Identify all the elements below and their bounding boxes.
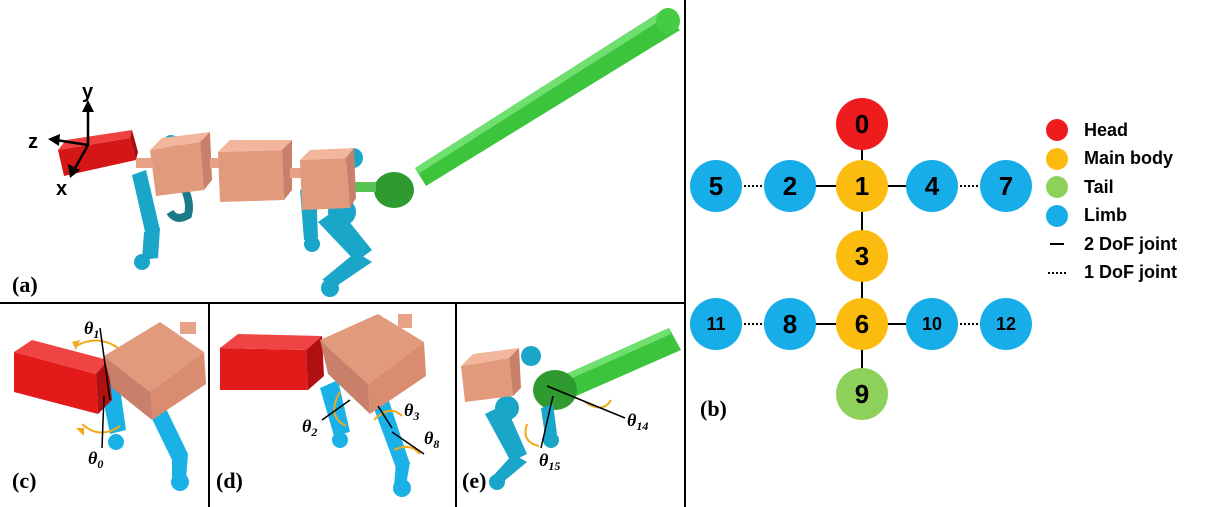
panel-c-render: θ1 θ0 <box>14 318 206 491</box>
head-swatch <box>1046 119 1068 142</box>
graph-node-6 <box>836 298 888 350</box>
axis-label-x: x <box>56 178 67 200</box>
horizontal-divider <box>0 302 685 304</box>
tail-pole <box>415 8 680 186</box>
graph-node-label-7: 7 <box>999 171 1013 201</box>
body-segment-2 <box>218 140 292 202</box>
legend-label-1dof: 1 DoF joint <box>1084 262 1177 283</box>
theta-15-label: θ15 <box>539 450 560 473</box>
graph-node-label-0: 0 <box>855 109 869 139</box>
graph-node-label-3: 3 <box>855 241 869 271</box>
tail-joint <box>374 172 414 208</box>
legend-item-head: Head <box>1046 116 1177 145</box>
graph-node-7 <box>980 160 1032 212</box>
dotted-line-swatch <box>1048 271 1066 274</box>
legend: Head Main body Tail Limb 2 DoF joint 1 D… <box>1046 116 1177 287</box>
legend-label-tail: Tail <box>1084 176 1114 197</box>
graph-node-1 <box>836 160 888 212</box>
graph-node-label-2: 2 <box>783 171 797 201</box>
back-leg <box>300 148 372 297</box>
body-block-d <box>320 314 426 414</box>
divider-d-e <box>455 303 457 507</box>
graph-node-0 <box>836 98 888 150</box>
panel-label-e: (e) <box>462 468 487 493</box>
head-block-c <box>14 340 112 414</box>
body-segment-3 <box>300 148 356 210</box>
theta-2-label: θ2 <box>302 416 317 439</box>
legend-item-tail: Tail <box>1046 173 1177 202</box>
legend-item-2dof: 2 DoF joint <box>1046 230 1177 259</box>
panel-d-render: θ2 θ3 θ8 <box>220 314 439 497</box>
main-body-swatch <box>1046 147 1068 170</box>
graph-node-label-9: 9 <box>855 379 869 409</box>
head-block <box>58 130 138 176</box>
panel-label-b: (b) <box>700 396 727 421</box>
graph-node-3 <box>836 230 888 282</box>
graph-node-label-10: 10 <box>922 314 942 334</box>
graph-node-label-8: 8 <box>783 309 797 339</box>
graph-node-label-12: 12 <box>996 314 1016 334</box>
axis-label-y: y <box>82 81 94 103</box>
head-block-d <box>220 334 324 390</box>
graph-node-label-6: 6 <box>855 309 869 339</box>
legend-item-1dof: 1 DoF joint <box>1046 259 1177 288</box>
graph-node-label-5: 5 <box>709 171 723 201</box>
panel-label-d: (d) <box>216 468 243 493</box>
legend-label-2dof: 2 DoF joint <box>1084 233 1177 254</box>
graph-node-4 <box>906 160 958 212</box>
limb-swatch <box>1046 204 1068 227</box>
theta-3-label: θ3 <box>404 400 419 423</box>
graph-node-label-11: 11 <box>706 314 725 334</box>
graph-node-9 <box>836 368 888 420</box>
graph-node-12 <box>980 298 1032 350</box>
vertical-divider <box>684 0 686 507</box>
graph-node-8 <box>764 298 816 350</box>
legend-label-limb: Limb <box>1084 205 1127 226</box>
tail-pole-e <box>557 328 681 400</box>
graph-node-10 <box>906 298 958 350</box>
graph-node-11 <box>690 298 742 350</box>
solid-line-swatch <box>1050 243 1064 246</box>
tail-swatch <box>1046 176 1068 199</box>
graph-node-label-4: 4 <box>925 171 940 201</box>
legend-label-main-body: Main body <box>1084 148 1173 169</box>
divider-c-d <box>208 303 210 507</box>
body-block-c <box>104 322 206 420</box>
body-block-e <box>461 348 521 402</box>
body-segment-1 <box>150 132 212 196</box>
graph-node-5 <box>690 160 742 212</box>
theta-1-label: θ1 <box>84 318 99 341</box>
coordinate-axes <box>48 100 94 178</box>
legend-item-main-body: Main body <box>1046 145 1177 174</box>
theta-8-label: θ8 <box>424 428 439 451</box>
legend-item-limb: Limb <box>1046 202 1177 231</box>
axis-label-z: z <box>28 131 38 153</box>
legend-label-head: Head <box>1084 119 1129 140</box>
theta-0-label: θ0 <box>88 448 103 471</box>
panel-e-render: θ14 θ15 <box>461 328 681 490</box>
theta-14-label: θ14 <box>627 410 648 433</box>
graph-node-label-1: 1 <box>855 171 869 201</box>
panel-label-a: (a) <box>12 272 38 297</box>
panel-label-c: (c) <box>12 468 37 493</box>
graph-node-2 <box>764 160 816 212</box>
panel-a-robot-render: y z x <box>28 8 680 297</box>
